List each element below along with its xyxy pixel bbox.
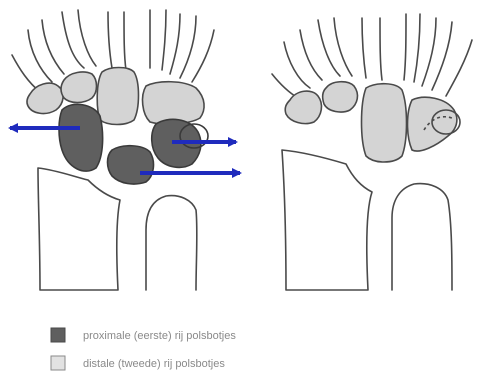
left-radius-bone [38, 168, 120, 290]
legend: proximale (eerste) rij polsbotjes distal… [51, 328, 236, 370]
left-distal-row [27, 68, 204, 125]
left-lunate-bone [108, 146, 154, 184]
right-ulna-bone [392, 184, 452, 290]
right-capitate-bone [362, 84, 407, 162]
left-hamate-bone [143, 82, 205, 124]
left-trapezium-bone [27, 83, 63, 113]
legend-swatch-proximal [51, 328, 65, 342]
right-radius-bone [282, 150, 372, 290]
left-ulna-bone [146, 196, 197, 290]
right-trapezoid-bone [323, 82, 358, 112]
left-trapezoid-bone [61, 72, 97, 103]
legend-swatch-distal [51, 356, 65, 370]
legend-label-distal: distale (tweede) rij polsbotjes [83, 358, 225, 370]
left-capitate-bone [97, 68, 138, 125]
right-distal-row [285, 82, 460, 162]
right-trapezium-bone [285, 91, 321, 124]
legend-label-proximal: proximale (eerste) rij polsbotjes [83, 330, 236, 342]
left-scaphoid-bone [59, 104, 103, 171]
